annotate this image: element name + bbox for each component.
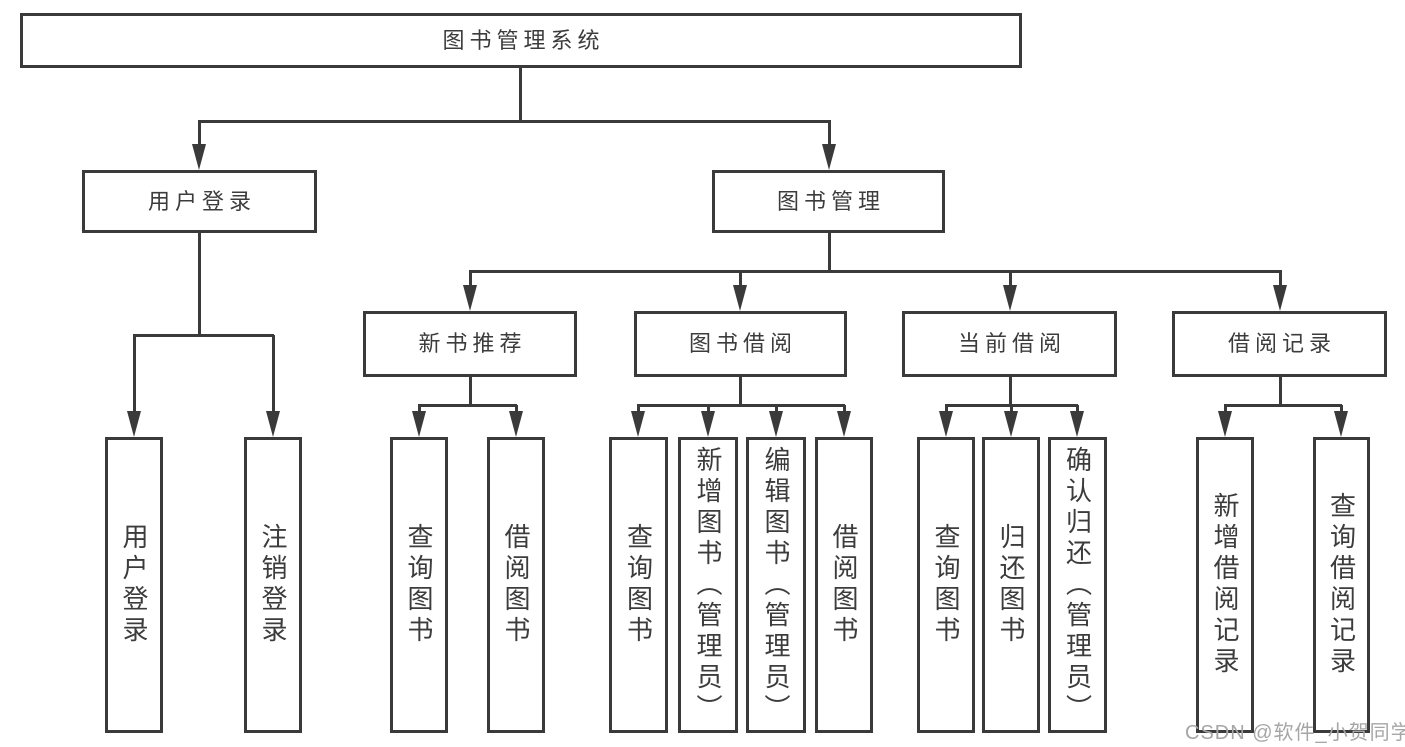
node-new-book-recommend: 新书推荐 <box>363 311 577 377</box>
arrow-leaf-icon <box>1218 405 1232 437</box>
arrow-to-user-login-icon <box>192 121 206 170</box>
leaf-user-login: 用户登录 <box>105 437 163 733</box>
leaf-borrow-books-recommend: 借阅图书 <box>487 437 545 733</box>
node-label: 图书管理 <box>776 188 885 214</box>
leaf-add-borrow-record: 新增借阅记录 <box>1196 437 1254 733</box>
node-label: 编辑图书（管理员） <box>761 445 791 725</box>
node-label: 新书推荐 <box>418 331 527 356</box>
node-label: 当前借阅 <box>957 331 1066 356</box>
node-label: 图书管理系统 <box>442 27 605 53</box>
leaf-query-books-borrow: 查询图书 <box>609 437 668 733</box>
node-label: 注销登录 <box>258 523 288 647</box>
node-borrowing-records: 借阅记录 <box>1172 311 1387 377</box>
leaf-query-books-current: 查询图书 <box>917 437 975 733</box>
arrow-to-new-book-recommend-icon <box>463 271 477 311</box>
arrow-to-borrowing-records-icon <box>1273 271 1287 311</box>
connector-current-borrow-stem <box>1009 377 1012 407</box>
node-label: 图书借阅 <box>688 331 797 356</box>
connector-level3-branch <box>469 270 1282 273</box>
node-label: 查询借阅记录 <box>1326 492 1357 678</box>
csdn-watermark: CSDN @软件_小贺同学 <box>1185 722 1405 744</box>
arrow-to-leaf-logout-icon <box>266 335 280 437</box>
node-book-management: 图书管理 <box>712 170 945 233</box>
connector-root-stem <box>519 68 522 123</box>
node-label: 查询图书 <box>404 523 434 647</box>
arrow-to-leaf-user-login-icon <box>127 335 141 437</box>
arrow-leaf-icon <box>412 405 426 437</box>
connector-records-branch <box>1224 404 1342 407</box>
connector-new-book-stem <box>469 377 472 407</box>
leaf-add-books-admin: 新增图书（管理员） <box>678 437 738 733</box>
node-label: 归还图书 <box>996 523 1026 647</box>
arrow-to-current-borrowing-icon <box>1003 271 1017 311</box>
arrow-leaf-icon <box>631 405 645 437</box>
arrow-leaf-icon <box>837 405 851 437</box>
arrow-leaf-icon <box>1004 405 1018 437</box>
node-label: 确认归还（管理员） <box>1062 445 1093 725</box>
node-label: 查询图书 <box>931 523 961 647</box>
arrow-to-book-management-icon <box>822 121 836 170</box>
node-label: 借阅记录 <box>1227 331 1336 356</box>
connector-book-borrow-stem <box>739 377 742 407</box>
node-current-borrowing: 当前借阅 <box>902 311 1117 377</box>
arrow-to-book-borrowing-icon <box>733 271 747 311</box>
node-library-management-system: 图书管理系统 <box>20 13 1022 68</box>
connector-user-login-stem <box>198 233 201 337</box>
node-label: 新增图书（管理员） <box>693 445 723 725</box>
node-label: 用户登录 <box>119 523 149 647</box>
connector-root-branch <box>198 120 831 123</box>
connector-new-book-branch <box>418 404 517 407</box>
arrow-leaf-icon <box>769 405 783 437</box>
arrow-leaf-icon <box>509 405 523 437</box>
arrow-leaf-icon <box>701 405 715 437</box>
arrow-leaf-icon <box>1334 405 1348 437</box>
leaf-confirm-return-admin: 确认归还（管理员） <box>1048 437 1107 733</box>
connector-book-management-stem <box>828 233 831 273</box>
leaf-borrow-books: 借阅图书 <box>815 437 873 733</box>
leaf-query-borrow-record: 查询借阅记录 <box>1313 437 1370 733</box>
node-label: 查询图书 <box>623 523 654 647</box>
node-label: 借阅图书 <box>501 523 531 647</box>
node-user-login: 用户登录 <box>82 170 317 233</box>
leaf-return-books: 归还图书 <box>982 437 1040 733</box>
arrow-leaf-icon <box>939 405 953 437</box>
leaf-logout: 注销登录 <box>244 437 302 733</box>
connector-records-stem <box>1279 377 1282 407</box>
node-label: 用户登录 <box>147 188 256 214</box>
arrow-leaf-icon <box>1070 405 1084 437</box>
connector-user-login-branch <box>133 334 274 337</box>
node-book-borrowing: 图书借阅 <box>634 311 847 377</box>
leaf-query-books-recommend: 查询图书 <box>390 437 448 733</box>
node-label: 新增借阅记录 <box>1210 492 1240 678</box>
node-label: 借阅图书 <box>829 523 859 647</box>
connector-book-borrow-branch <box>637 404 845 407</box>
leaf-edit-books-admin: 编辑图书（管理员） <box>746 437 806 733</box>
